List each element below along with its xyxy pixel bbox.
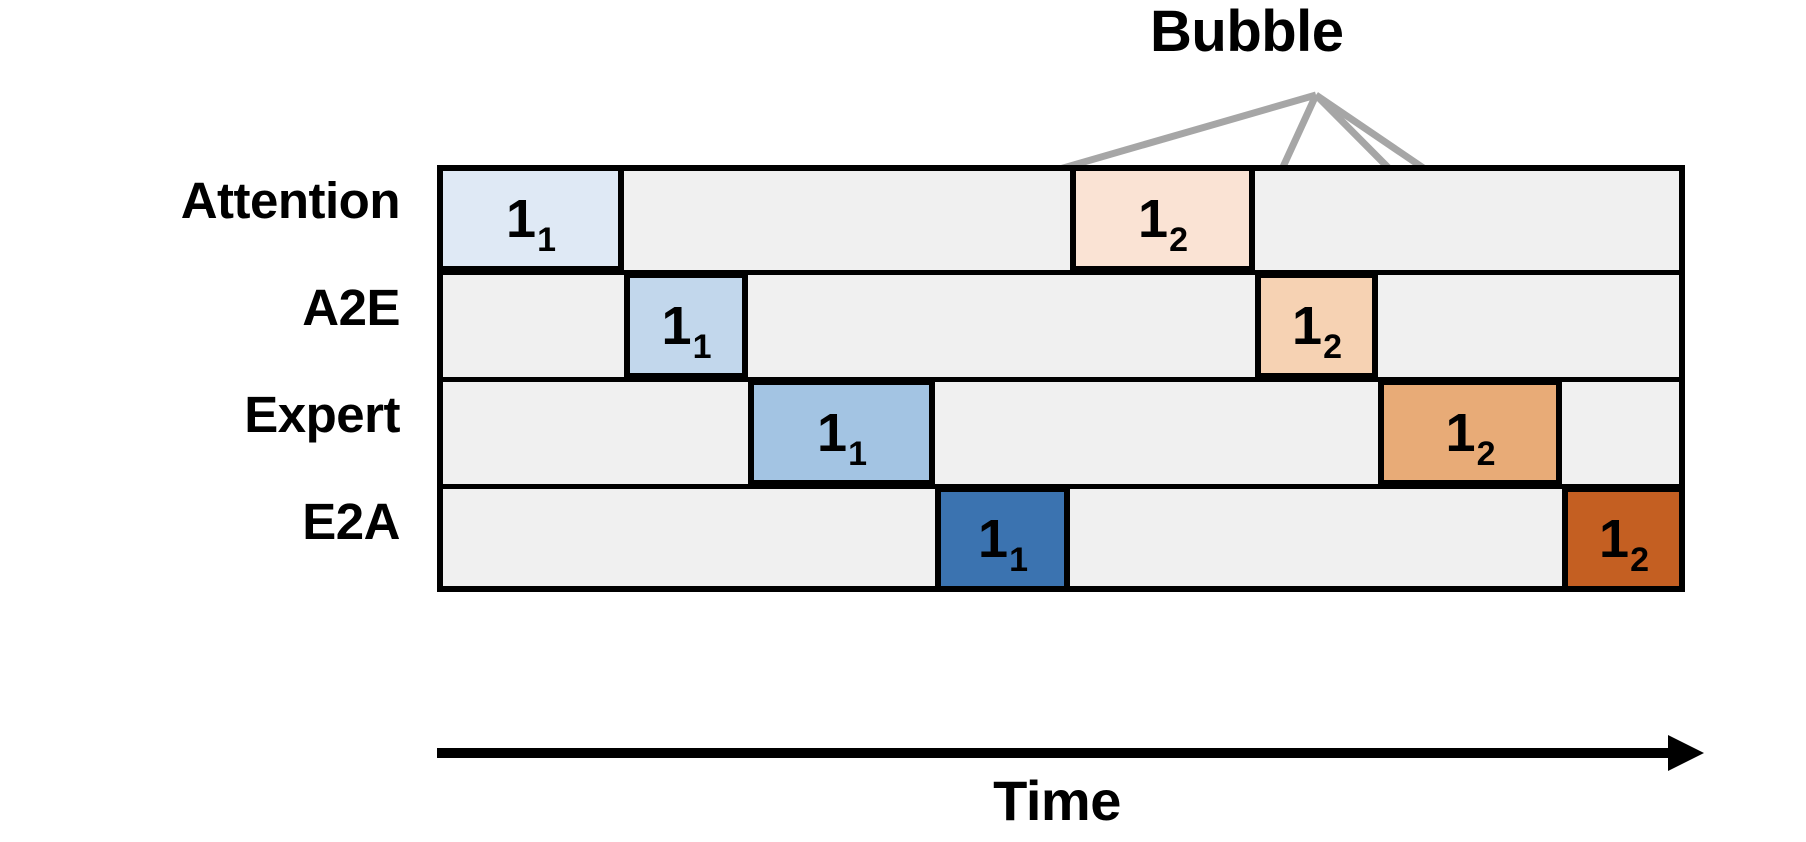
- block-attention-1-2[interactable]: 12: [1070, 165, 1255, 272]
- time-axis-line: [437, 748, 1677, 758]
- block-label: 11: [506, 188, 556, 259]
- time-axis-arrowhead-icon: [1668, 735, 1704, 771]
- block-e2a-1-1[interactable]: 11: [935, 486, 1070, 592]
- time-axis-label: Time: [993, 769, 1121, 832]
- grid-row-separator-1: [437, 270, 1685, 275]
- row-label-expert: Expert: [244, 386, 400, 443]
- block-a2e-1-2[interactable]: 12: [1255, 272, 1378, 379]
- block-label: 12: [1138, 188, 1188, 259]
- block-attention-1-1[interactable]: 11: [437, 165, 624, 272]
- block-expert-1-2[interactable]: 12: [1378, 379, 1562, 486]
- grid-row-separator-2: [437, 377, 1685, 382]
- bubble-title: Bubble: [1150, 0, 1344, 64]
- block-expert-1-1[interactable]: 11: [748, 379, 935, 486]
- block-label: 11: [978, 509, 1028, 579]
- block-label: 11: [661, 295, 712, 366]
- block-a2e-1-1[interactable]: 11: [624, 272, 748, 379]
- block-label: 12: [1445, 402, 1496, 473]
- block-label: 11: [817, 402, 867, 473]
- block-label: 12: [1599, 509, 1649, 579]
- block-label: 12: [1292, 295, 1342, 366]
- row-label-a2e: A2E: [302, 279, 400, 336]
- block-e2a-1-2[interactable]: 12: [1562, 486, 1685, 592]
- row-label-e2a: E2A: [302, 493, 400, 550]
- row-label-attention: Attention: [180, 172, 401, 229]
